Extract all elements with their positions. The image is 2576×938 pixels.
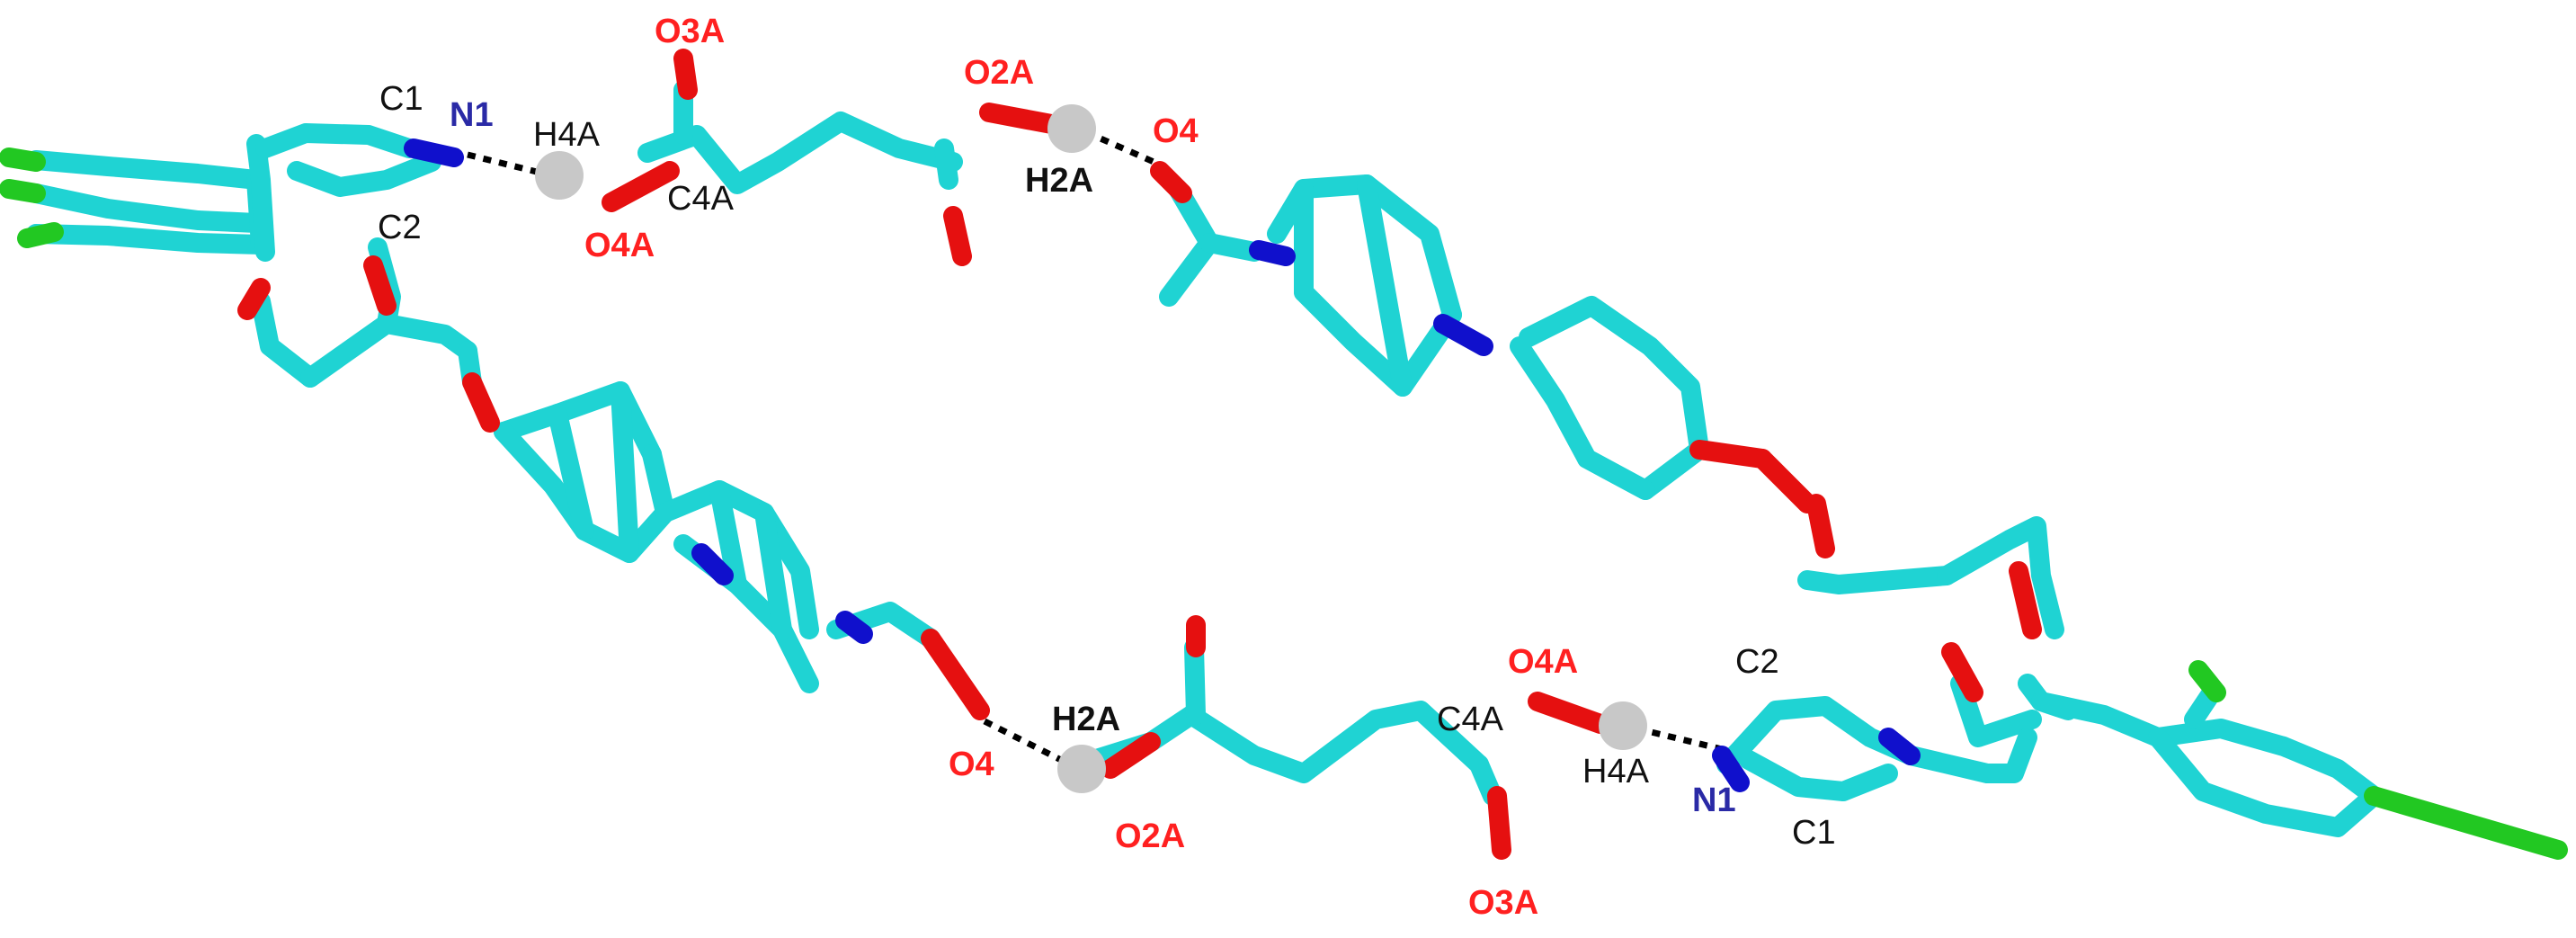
atom-labels: C1 N1 H4A O3A O2A O4 C2 C4A H2A O4A O4A …: [378, 13, 1836, 922]
label-top-o4a: O4A: [584, 227, 655, 264]
hydrogen-atom-h4a-top: [535, 151, 584, 200]
hbond-h4a-n1-bottom: [1636, 725, 1723, 753]
label-top-c2: C2: [378, 209, 422, 246]
chlorine-bonds: [0, 147, 2568, 860]
label-bottom-c4a: C4A: [1437, 701, 1504, 738]
label-top-c4a: C4A: [667, 180, 735, 218]
label-top-o3a: O3A: [655, 13, 725, 50]
carbon-bonds: [26, 80, 2384, 837]
label-bottom-o4: O4: [949, 746, 994, 783]
label-bottom-o3a: O3A: [1468, 884, 1538, 922]
hydrogen-atom-h2a-bottom: [1057, 745, 1106, 793]
hbond-h2a-o4-top: [1084, 129, 1162, 168]
label-top-h4a: H4A: [533, 116, 601, 154]
label-bottom-o4a: O4A: [1508, 643, 1578, 681]
label-bottom-h4a: H4A: [1582, 753, 1650, 791]
label-bottom-c2: C2: [1735, 643, 1779, 681]
label-top-h2a: H2A: [1025, 162, 1093, 200]
label-top-c1: C1: [379, 80, 423, 118]
hydrogen-atoms: [535, 104, 1647, 793]
hydrogen-bonds: [467, 129, 1723, 768]
label-bottom-n1: N1: [1692, 782, 1736, 819]
hydrogen-atom-h2a-top: [1047, 104, 1096, 153]
nitrogen-bonds: [404, 138, 1921, 792]
hbond-n1-h4a-top: [467, 151, 545, 177]
label-top-o2a: O2A: [964, 54, 1034, 92]
label-bottom-o2a: O2A: [1115, 817, 1185, 855]
hydrogen-atom-h4a-bottom: [1599, 701, 1647, 750]
label-top-o4: O4: [1153, 112, 1199, 150]
label-bottom-c1: C1: [1792, 814, 1836, 852]
label-top-n1: N1: [450, 96, 494, 134]
label-bottom-h2a: H2A: [1052, 701, 1120, 738]
